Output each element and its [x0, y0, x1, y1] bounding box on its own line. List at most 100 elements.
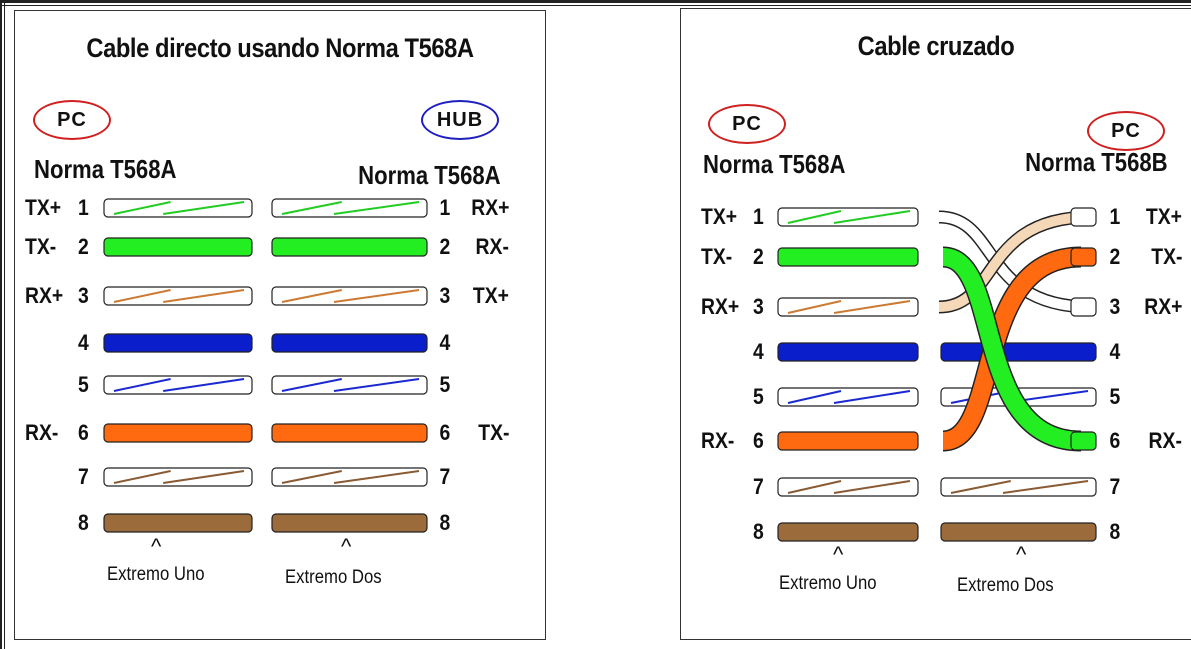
frame-left: [0, 0, 5, 649]
pin-left-3: 3: [753, 294, 764, 319]
crossover-wire-2-to-6: [941, 246, 1082, 452]
signal-right-2: TX-: [1150, 244, 1182, 269]
left-end-wire-8: [103, 513, 253, 533]
left-end-wire-4: [103, 333, 253, 353]
straight-cable-panel: Cable directo usando Norma T568A PC HUB …: [14, 10, 546, 640]
left-end-wire-8: [777, 522, 919, 542]
device-left-badge: PC: [33, 100, 111, 140]
pin-right-7: 7: [1109, 474, 1120, 499]
pin-left-7: 7: [753, 474, 764, 499]
pin-left-4: 4: [78, 330, 89, 355]
signal-left-1: TX+: [701, 204, 738, 229]
left-end-wire-7: [103, 467, 253, 487]
right-end-wire-3: [1070, 297, 1097, 317]
device-right-badge: PC: [1087, 111, 1165, 151]
pin-left-2: 2: [78, 234, 89, 259]
right-end-wire-2: [271, 237, 428, 257]
pin-left-6: 6: [753, 428, 764, 453]
end-one-label: Extremo Uno: [107, 564, 205, 585]
signal-right-1: RX+: [470, 195, 509, 220]
pin-left-8: 8: [753, 519, 764, 544]
signal-left-1: TX+: [25, 195, 62, 220]
pin-left-1: 1: [753, 204, 764, 229]
pin-left-2: 2: [753, 244, 764, 269]
pin-left-5: 5: [78, 372, 89, 397]
pin-right-1: 1: [1109, 204, 1120, 229]
right-end-wire-6: [1070, 431, 1097, 451]
right-end-wire-1: [1070, 207, 1097, 227]
pin-right-3: 3: [439, 283, 450, 308]
left-end-wire-2: [777, 247, 919, 267]
frame-top: [0, 0, 1191, 3]
right-end-wire-4: [271, 333, 428, 353]
left-end-wire-3: [777, 297, 919, 317]
right-end-wire-7: [271, 467, 428, 487]
pin-left-7: 7: [78, 464, 89, 489]
device-right-badge: HUB: [421, 100, 499, 140]
pin-left-4: 4: [753, 339, 764, 364]
right-end-wire-5: [271, 375, 428, 395]
norm-left-label: Norma T568A: [703, 149, 846, 179]
end-two-caret-icon: ^: [341, 534, 352, 559]
signal-right-1: TX+: [1145, 204, 1182, 229]
crossover-cable-title: Cable cruzado: [857, 31, 1015, 61]
pin-left-8: 8: [78, 510, 89, 535]
signal-left-2: TX-: [701, 244, 733, 269]
frame-top-inner: [0, 5, 1191, 6]
right-end-wire-4: [940, 342, 1097, 362]
pin-right-6: 6: [1109, 428, 1120, 453]
signal-left-3: RX+: [701, 294, 740, 319]
pin-right-2: 2: [1109, 244, 1120, 269]
signal-left-2: TX-: [25, 234, 57, 259]
end-one-caret-icon: ^: [151, 534, 162, 559]
left-end-wire-1: [103, 198, 253, 218]
end-two-caret-icon: ^: [1016, 542, 1027, 567]
end-one-label: Extremo Uno: [779, 573, 877, 594]
end-two-label: Extremo Dos: [285, 567, 382, 588]
left-end-wire-1: [777, 207, 919, 227]
pin-right-2: 2: [439, 234, 450, 259]
left-end-wire-5: [103, 375, 253, 395]
left-end-wire-3: [103, 286, 253, 306]
pin-right-5: 5: [439, 372, 450, 397]
norm-left-label: Norma T568A: [34, 154, 177, 184]
signal-right-3: RX+: [1143, 294, 1182, 319]
right-end-wire-6: [271, 423, 428, 443]
crossover-wire-3-to-1: [938, 210, 1092, 314]
pin-left-5: 5: [753, 384, 764, 409]
pin-right-6: 6: [439, 420, 450, 445]
right-end-wire-1: [271, 198, 428, 218]
pin-right-8: 8: [439, 510, 450, 535]
signal-left-3: RX+: [25, 283, 64, 308]
pin-left-1: 1: [78, 195, 89, 220]
left-end-wire-4: [777, 342, 919, 362]
left-end-wire-6: [103, 423, 253, 443]
signal-right-2: RX-: [475, 234, 509, 259]
device-left-badge: PC: [708, 104, 786, 144]
crossover-cable-panel: Cable cruzado PC PC Norma T568A Norma T5…: [680, 8, 1191, 640]
signal-right-6: TX-: [477, 420, 509, 445]
left-end-wire-6: [777, 431, 919, 451]
end-two-label: Extremo Dos: [957, 575, 1054, 596]
signal-right-3: TX+: [472, 283, 509, 308]
crossover-wiring-diagram: [777, 207, 1097, 542]
pin-right-7: 7: [439, 464, 450, 489]
straight-wiring-diagram: [103, 198, 428, 533]
pin-right-4: 4: [1109, 339, 1120, 364]
norm-right-label: Norma T568B: [1025, 147, 1168, 177]
left-end-wire-7: [777, 477, 919, 497]
pin-right-4: 4: [439, 330, 450, 355]
straight-cable-title: Cable directo usando Norma T568A: [86, 33, 474, 63]
pin-left-3: 3: [78, 283, 89, 308]
pin-right-5: 5: [1109, 384, 1120, 409]
norm-right-label: Norma T568A: [358, 160, 501, 190]
pin-right-8: 8: [1109, 519, 1120, 544]
pin-right-1: 1: [439, 195, 450, 220]
right-end-wire-8: [271, 513, 428, 533]
signal-left-6: RX-: [25, 420, 59, 445]
end-one-caret-icon: ^: [833, 542, 844, 567]
right-end-wire-3: [271, 286, 428, 306]
right-end-wire-2: [1070, 247, 1097, 267]
pin-right-3: 3: [1109, 294, 1120, 319]
signal-right-6: RX-: [1148, 428, 1182, 453]
